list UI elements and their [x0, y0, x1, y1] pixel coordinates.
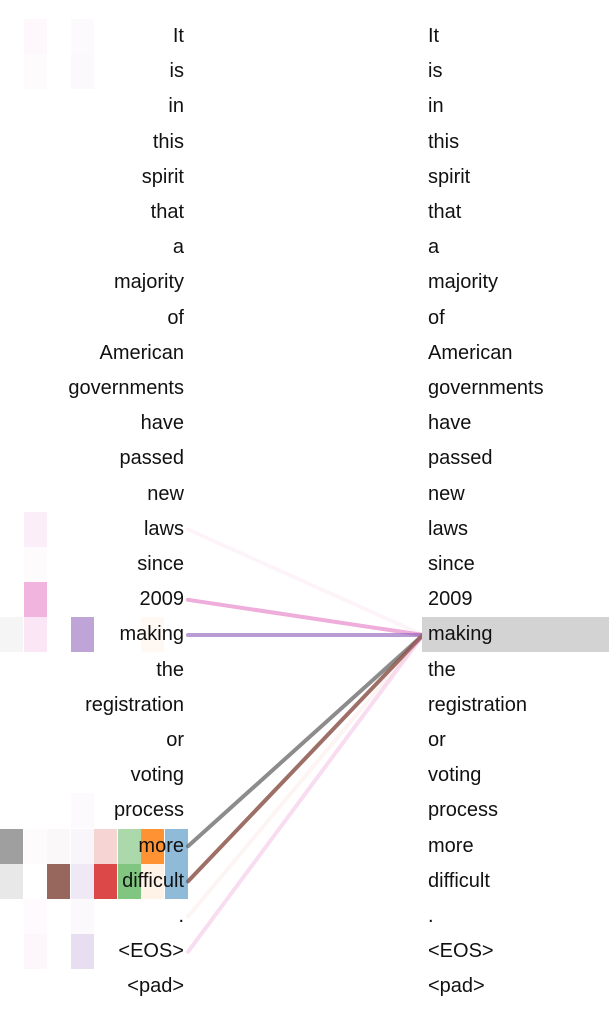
left-token[interactable]: that	[150, 201, 184, 223]
left-token[interactable]: this	[152, 130, 184, 153]
attention-cell	[0, 617, 23, 653]
right-token[interactable]: the	[428, 658, 456, 681]
left-token[interactable]: American	[99, 341, 184, 364]
attention-cell	[70, 934, 94, 970]
left-token[interactable]: in	[168, 95, 184, 118]
left-token[interactable]: have	[140, 412, 184, 435]
attention-cell	[117, 863, 141, 899]
right-token[interactable]: 2009	[428, 588, 473, 611]
attention-cell	[117, 828, 141, 864]
selected-token-highlight	[422, 617, 609, 653]
right-token[interactable]: majority	[428, 271, 499, 294]
left-token[interactable]: majority	[113, 271, 184, 294]
right-token[interactable]: making	[428, 623, 493, 646]
attention-cell	[70, 617, 94, 653]
left-token[interactable]: laws	[143, 517, 184, 540]
left-token[interactable]: a	[172, 236, 184, 259]
right-token[interactable]: this	[428, 130, 460, 153]
right-token[interactable]: or	[428, 729, 446, 751]
right-token[interactable]: spirit	[428, 165, 471, 188]
attention-cell	[71, 19, 94, 54]
right-token[interactable]: of	[428, 306, 445, 329]
left-token[interactable]: new	[147, 482, 184, 505]
left-token[interactable]: of	[167, 306, 184, 329]
attention-cell	[0, 828, 23, 864]
attention-cell	[47, 828, 70, 864]
left-token[interactable]: registration	[85, 693, 184, 716]
attention-line	[186, 597, 425, 637]
attention-line	[186, 633, 425, 954]
right-token[interactable]: voting	[428, 764, 482, 787]
attention-cell	[141, 617, 164, 653]
right-token[interactable]: difficult	[428, 869, 490, 892]
right-token[interactable]: It	[428, 25, 440, 47]
left-token[interactable]: <pad>	[127, 975, 184, 998]
attention-cell	[24, 54, 47, 89]
right-token[interactable]: passed	[428, 447, 493, 470]
attention-cell	[23, 511, 47, 547]
left-token[interactable]: process	[113, 799, 184, 822]
left-token[interactable]: spirit	[141, 165, 184, 188]
left-token[interactable]: It	[172, 25, 184, 47]
attention-cell	[23, 934, 47, 970]
attention-cell	[94, 863, 117, 899]
right-token[interactable]: since	[428, 553, 475, 575]
attention-cell	[141, 863, 164, 899]
left-token[interactable]: 2009	[139, 588, 185, 611]
right-token[interactable]: new	[428, 482, 465, 505]
attention-cell	[70, 54, 94, 90]
attention-cell	[24, 829, 47, 864]
attention-line	[186, 633, 425, 884]
right-token[interactable]: more	[428, 834, 474, 857]
left-token[interactable]: is	[169, 60, 184, 83]
right-token[interactable]: laws	[428, 517, 469, 540]
left-token[interactable]: more	[138, 834, 184, 857]
left-token[interactable]: making	[119, 623, 184, 646]
right-token[interactable]: in	[428, 95, 444, 118]
right-token[interactable]: .	[428, 905, 434, 927]
left-token[interactable]: or	[166, 729, 184, 751]
left-token[interactable]: the	[156, 658, 184, 681]
right-token[interactable]: that	[428, 201, 462, 223]
left-token[interactable]: governments	[68, 377, 184, 399]
attention-cell	[47, 863, 70, 899]
attention-cell	[70, 863, 94, 899]
attention-cell	[24, 547, 47, 582]
right-token[interactable]: <EOS>	[428, 940, 494, 963]
attention-cell	[70, 899, 94, 934]
left-token[interactable]: since	[137, 553, 184, 575]
attention-cell	[23, 582, 47, 618]
attention-cell	[0, 863, 23, 899]
right-token[interactable]: <pad>	[428, 975, 485, 998]
attention-line	[186, 527, 425, 637]
right-token[interactable]: governments	[428, 377, 544, 399]
right-token[interactable]: process	[428, 799, 499, 822]
left-token[interactable]: .	[178, 905, 184, 927]
attention-cell	[23, 617, 47, 653]
attention-line	[186, 633, 425, 919]
attention-cell	[71, 793, 94, 828]
right-token[interactable]: American	[428, 341, 513, 364]
left-token[interactable]: passed	[119, 447, 185, 470]
attention-cell	[164, 863, 188, 899]
attention-cell	[23, 899, 47, 934]
attention-cell	[164, 828, 188, 864]
right-token[interactable]: a	[428, 236, 440, 259]
right-token[interactable]: have	[428, 412, 472, 435]
attention-line	[186, 633, 425, 849]
left-token[interactable]: <EOS>	[118, 940, 184, 963]
right-token[interactable]: registration	[428, 693, 527, 716]
attention-cell	[141, 828, 164, 864]
attention-cell	[94, 828, 117, 864]
attention-cell	[70, 828, 94, 864]
left-token[interactable]: voting	[130, 764, 184, 787]
attention-cell	[23, 19, 47, 54]
right-token[interactable]: is	[428, 60, 443, 83]
left-token[interactable]: difficult	[122, 869, 184, 892]
